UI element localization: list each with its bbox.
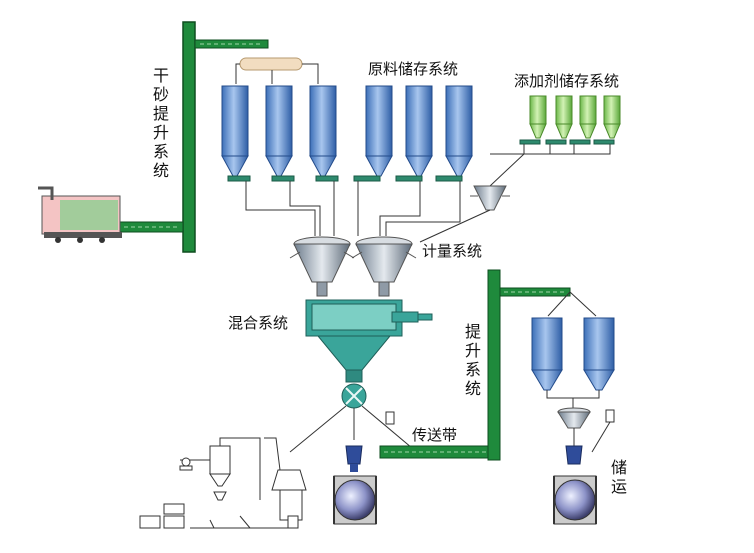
- sand-dryer: [38, 186, 122, 243]
- scale-left: [289, 236, 355, 297]
- packing-station-left: [139, 437, 307, 529]
- additive-silos: [470, 95, 621, 211]
- mixer-output-lines: [289, 405, 413, 453]
- label-metering: 计量系统: [422, 242, 483, 260]
- label-additive-storage: 添加剂储存系统: [514, 72, 620, 90]
- silo-5: [405, 85, 433, 177]
- label-raw-material-storage: 原料储存系统: [368, 60, 459, 78]
- additive-feed-line: [419, 209, 491, 243]
- silo-6: [445, 85, 473, 177]
- label-conveyor: 传送带: [412, 426, 458, 444]
- top-distributor: [235, 57, 319, 84]
- metering-scales: [289, 236, 417, 297]
- bulk-bag-filler-left: [333, 411, 395, 525]
- scale-right: [351, 236, 417, 297]
- additive-silo-1: [529, 95, 547, 139]
- dry-sand-elevator: [119, 21, 269, 253]
- label-dry-sand-lift: 干砂提升系统: [152, 66, 169, 180]
- silo-1: [221, 85, 249, 177]
- rotary-valve: [341, 383, 367, 409]
- storage-silo-1: [531, 317, 563, 391]
- label-storage-transport: 储运: [610, 458, 627, 496]
- silo-4: [365, 85, 393, 177]
- storage-silo-2: [583, 317, 615, 391]
- mixer: [305, 299, 433, 383]
- label-lift: 提升系统: [464, 322, 481, 398]
- silo-3: [309, 85, 337, 177]
- right-elevator: [487, 269, 597, 461]
- silo-2: [265, 85, 293, 177]
- additive-silo-3: [579, 95, 597, 139]
- label-mixing: 混合系统: [228, 314, 289, 332]
- storage-silos: [531, 317, 615, 525]
- belt-conveyor: [379, 445, 491, 459]
- feed-lines: [245, 181, 461, 236]
- additive-silo-4: [603, 95, 621, 139]
- raw-material-silos: [221, 85, 473, 182]
- additive-silo-2: [555, 95, 573, 139]
